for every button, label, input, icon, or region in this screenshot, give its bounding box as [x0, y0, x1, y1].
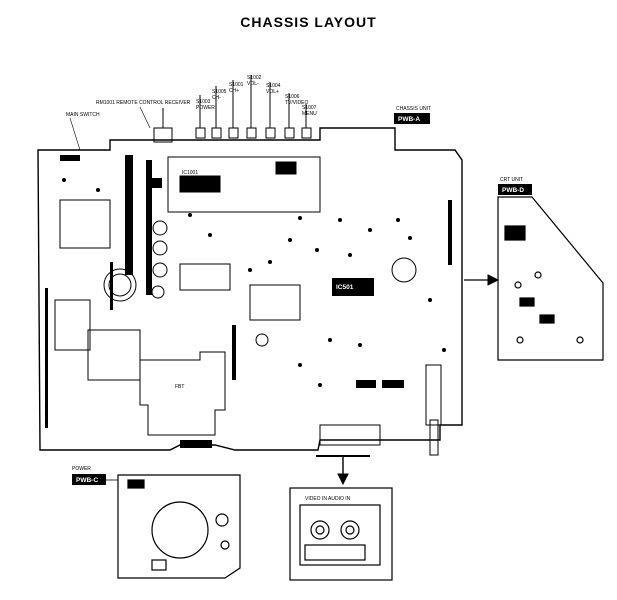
control-sub: CH-	[212, 95, 221, 101]
pwb-c-note: POWER	[72, 466, 91, 472]
main-switch-callout: MAIN SWITCH	[66, 112, 100, 118]
pwb-a-note: CHASSIS UNIT	[396, 106, 431, 112]
control-sub: VOL+	[266, 89, 279, 95]
control-sub: MENU	[302, 111, 317, 117]
control-label: S1003	[196, 99, 211, 105]
control-board	[167, 156, 321, 213]
ic-callout: IC1001	[182, 170, 198, 176]
crt-board	[497, 196, 604, 361]
pwb-a-label: PWB-A	[398, 116, 420, 123]
control-sub: TV/VIDEO	[285, 100, 308, 106]
pwb-d-tag	[498, 184, 532, 195]
remote-callout: RM1001 REMOTE CONTROL RECEIVER	[96, 100, 191, 106]
top-control-labels: S1003 POWER S1005 CH- S1001 CH+ S1002 VO…	[196, 75, 317, 117]
power-board	[117, 474, 241, 579]
board-traces	[45, 155, 452, 448]
jacks-callout: VIDEO IN AUDIO IN	[305, 496, 351, 502]
arrow-to-crt-board	[464, 274, 500, 286]
control-label: S1002	[247, 75, 262, 81]
jacks-board	[289, 487, 393, 581]
small-components	[62, 178, 446, 387]
pwb-d-label: PWB-D	[502, 187, 524, 194]
ic2-callout: IC501	[336, 284, 354, 291]
control-sub: VOL-	[247, 81, 259, 87]
pwb-c-label: PWB-C	[76, 477, 98, 484]
page-title: CHASSIS LAYOUT	[240, 14, 377, 30]
control-label: S1001	[229, 82, 244, 88]
top-controls-group	[153, 75, 312, 143]
control-label: S1007	[302, 105, 317, 111]
fbt-callout: FBT	[175, 384, 184, 390]
arrow-to-jacks	[316, 455, 370, 486]
control-label: S1005	[212, 89, 227, 95]
pwb-c-tag	[72, 474, 106, 485]
control-label: S1004	[266, 83, 281, 89]
control-label: S1006	[285, 94, 300, 100]
control-sub: CH+	[229, 88, 239, 94]
control-sub: POWER	[196, 105, 215, 111]
components	[54, 199, 442, 456]
pwb-a-tag	[394, 113, 430, 124]
pwb-d-note: CRT UNIT	[500, 177, 523, 183]
